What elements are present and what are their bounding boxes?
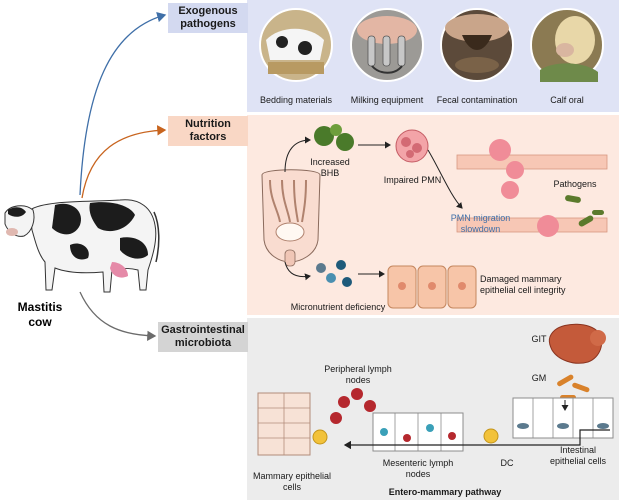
- blood-vessel: [456, 139, 608, 237]
- label-damaged-line1: Damaged mammary: [480, 274, 562, 284]
- label-bhb-line2: BHB: [320, 168, 340, 178]
- label-peripheral-line1: Peripheral lymph: [324, 364, 392, 374]
- label-mammary: Mammary epithelial cells: [247, 471, 337, 493]
- cow-label: Mastitis cow: [10, 300, 70, 330]
- udder-icon: [261, 169, 321, 267]
- gi-tag-bg: [158, 322, 248, 352]
- fecal-photo: [440, 8, 514, 82]
- exogenous-tag: Exogenous pathogens: [168, 3, 248, 33]
- mammary-epithelium: [257, 392, 311, 456]
- caption-fecal: Fecal contamination: [436, 95, 518, 105]
- exogenous-tag-bg: [168, 3, 248, 33]
- cow-label-line2: cow: [28, 315, 52, 329]
- label-intestinal: Intestinal epithelial cells: [538, 445, 618, 467]
- label-pathogens: Pathogens: [553, 179, 597, 189]
- arrow-udder-to-micronutrient: [284, 261, 311, 281]
- label-bhb-line1: Increased: [310, 157, 350, 167]
- nutrition-tag: Nutrition factors: [168, 116, 248, 146]
- label-micronutrient: Micronutrient deficiency: [290, 302, 386, 312]
- label-damaged-line2: epithelial cell integrity: [480, 285, 566, 295]
- cow-label-line1: Mastitis: [17, 300, 63, 314]
- label-mesenteric: Mesenteric lymph nodes: [373, 458, 463, 480]
- caption-calf: Calf oral: [550, 95, 584, 105]
- arrow-to-gi: [79, 291, 157, 341]
- label-mammary-line2: cells: [282, 482, 301, 492]
- damaged-epithelium: [387, 265, 477, 309]
- arrow-udder-to-bhb: [284, 136, 311, 173]
- arrow-to-nutrition: [81, 125, 167, 199]
- label-peripheral: Peripheral lymph nodes: [318, 364, 398, 386]
- caption-bedding: Bedding materials: [259, 95, 333, 105]
- label-dc: DC: [500, 458, 514, 468]
- intestinal-epithelium: [512, 397, 614, 439]
- gi-title-line2: microbiota: [174, 337, 232, 349]
- exogenous-title-line2: pathogens: [180, 18, 236, 30]
- label-mammary-line1: Mammary epithelial: [252, 471, 332, 481]
- label-pmn-line2: slowdown: [460, 224, 501, 234]
- label-pathway: Entero-mammary pathway: [388, 487, 502, 497]
- label-gm: GM: [531, 373, 547, 383]
- calf-photo: [530, 8, 604, 82]
- label-peripheral-line2: nodes: [345, 375, 371, 385]
- label-mesenteric-line2: nodes: [405, 469, 431, 479]
- label-increased-bhb: Increased BHB: [300, 157, 360, 179]
- label-intestinal-line1: Intestinal: [559, 445, 597, 455]
- label-pmn-migration: PMN migration slowdown: [438, 213, 523, 235]
- bhb-molecules: [314, 124, 354, 151]
- peripheral-lymph-nodes: [330, 388, 376, 424]
- nutrition-tag-bg: [168, 116, 248, 146]
- label-impaired-pmn: Impaired PMN: [383, 175, 442, 185]
- label-intestinal-line2: epithelial cells: [549, 456, 607, 466]
- git-organ: [548, 323, 606, 364]
- arrow-pmn-to-migration: [427, 149, 463, 209]
- exogenous-title-line1: Exogenous: [178, 5, 238, 17]
- label-mesenteric-line1: Mesenteric lymph: [382, 458, 454, 468]
- entero-mammary-route: [343, 429, 610, 450]
- nutrition-title-line1: Nutrition: [185, 118, 231, 130]
- milking-photo: [350, 8, 424, 82]
- micronutrient-dots: [316, 260, 352, 287]
- dendritic-cells: [312, 428, 499, 445]
- arrow-to-exogenous: [79, 12, 167, 196]
- impaired-pmn-cell: [395, 129, 429, 163]
- label-git: GIT: [531, 334, 547, 344]
- gi-tag: Gastrointestinal microbiota: [158, 322, 248, 352]
- cow-illustration: [4, 199, 160, 293]
- label-pmn-line1: PMN migration: [450, 213, 511, 223]
- nutrition-title-line2: factors: [189, 131, 227, 143]
- caption-milking: Milking equipment: [350, 95, 424, 105]
- bedding-photo: [259, 8, 333, 82]
- gi-title-line1: Gastrointestinal: [161, 324, 245, 336]
- label-damaged: Damaged mammary epithelial cell integrit…: [480, 274, 600, 296]
